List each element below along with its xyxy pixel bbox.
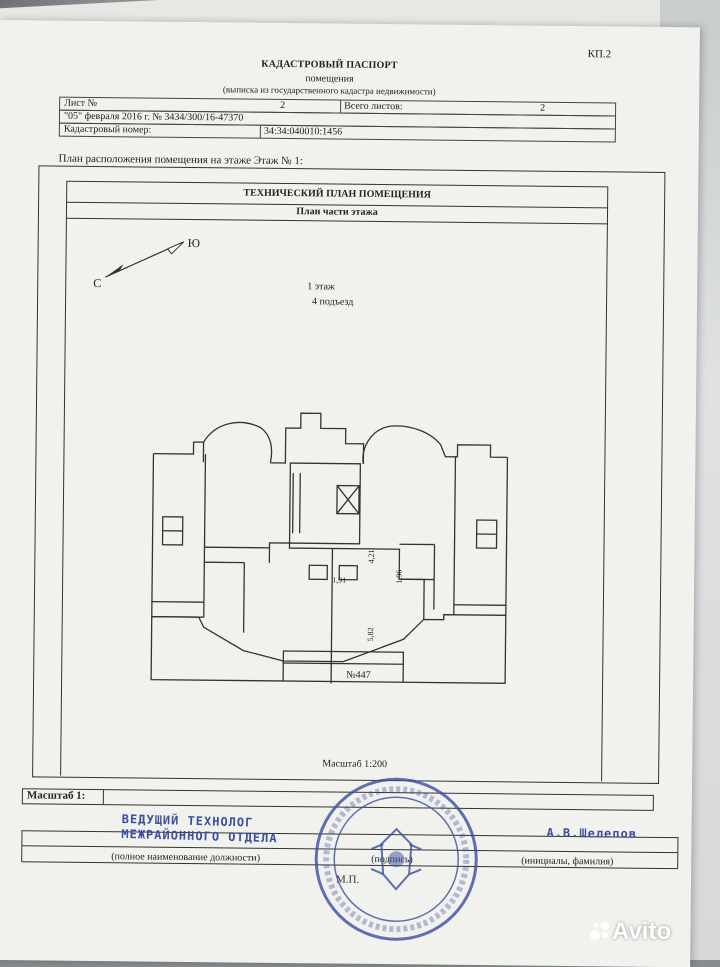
cadastral-label: Кадастровый номер: bbox=[64, 124, 152, 136]
official-seal-icon bbox=[310, 773, 482, 945]
plan-scale: Масштаб 1:200 bbox=[322, 758, 387, 770]
cadastral-passport-sheet: КП.2 КАДАСТРОВЫЙ ПАСПОРТ помещения (выпи… bbox=[0, 20, 700, 967]
avito-logo-icon bbox=[588, 920, 612, 942]
position-caption: (полное наименование должности) bbox=[111, 851, 260, 864]
scale-label: Масштаб 1: bbox=[27, 789, 86, 802]
sheet-no-value: 2 bbox=[280, 100, 285, 111]
avito-watermark: Avito bbox=[612, 918, 671, 946]
dimension-label: 1,96 bbox=[395, 570, 404, 584]
dimension-label: 4,21 bbox=[367, 549, 376, 563]
initials-caption: (инициалы, фамилия) bbox=[521, 856, 613, 868]
sheet-code: КП.2 bbox=[588, 48, 612, 60]
compass-arrow-icon bbox=[97, 233, 193, 284]
scale-divider bbox=[103, 790, 104, 804]
dimension-label: 1,91 bbox=[332, 576, 346, 585]
floor-label: 1 этаж bbox=[307, 281, 335, 292]
floor-plan-drawing bbox=[143, 392, 526, 686]
room-number: №447 bbox=[346, 670, 371, 681]
initials-stamp: А.В.Шелепов bbox=[546, 826, 637, 841]
total-sheets-label: Всего листов: bbox=[340, 101, 403, 114]
sheet-no-label: Лист № bbox=[64, 98, 97, 109]
total-sheets-value: 2 bbox=[540, 103, 545, 114]
cadastral-value: 34:34:040010:1456 bbox=[260, 126, 342, 139]
entrance-label: 4 подъезд bbox=[312, 296, 353, 307]
position-stamp: ВЕДУЩИЙ ТЕХНОЛОГ МЕЖРАЙОННОГО ОТДЕЛА bbox=[121, 812, 278, 846]
dimension-label: 5,82 bbox=[366, 627, 375, 641]
date-line: "05" февраля 2016 г. № 3434/300/16-47370 bbox=[64, 111, 243, 124]
plan-location-label: План расположения помещения на этаже Эта… bbox=[58, 153, 303, 168]
